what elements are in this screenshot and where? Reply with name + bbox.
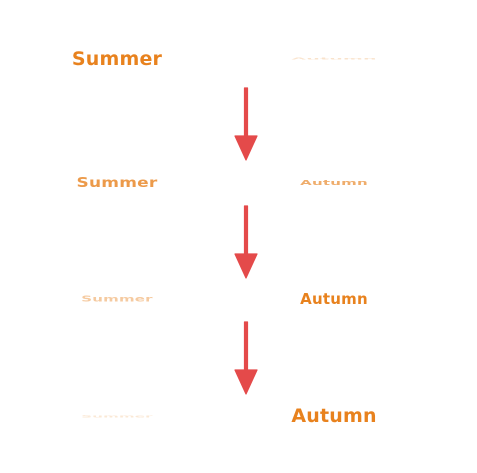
stage-4-right-label: Autumn	[291, 405, 377, 427]
down-arrow-icon	[234, 321, 258, 395]
stage-1-left-label: Summer	[71, 48, 163, 70]
stage-3-right-label: Autumn	[300, 290, 368, 308]
stage-1-right-label: Autumn	[291, 57, 377, 61]
down-arrow-icon	[234, 87, 258, 161]
stage-3-left-label: Summer	[81, 294, 153, 304]
stage-4-left-label: Summer	[81, 413, 153, 419]
down-arrow-icon	[234, 205, 258, 279]
stage-2-left-label: Summer	[76, 175, 158, 191]
stage-2-right-label: Autumn	[300, 178, 368, 188]
